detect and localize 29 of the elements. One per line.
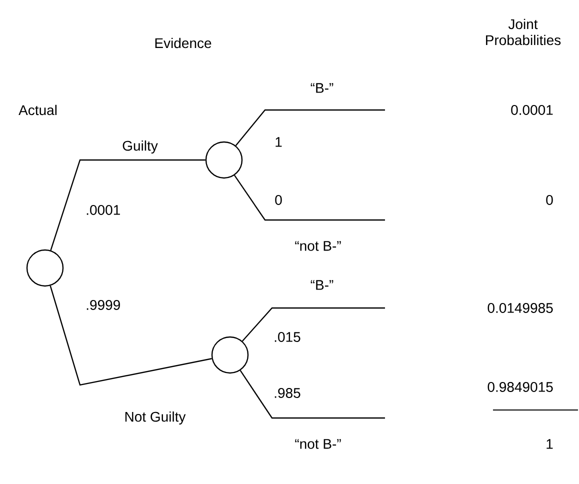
edge-label: “not B-” [294,240,342,252]
branch-line [242,307,385,342]
column-heading: Joint Probabilities [486,18,561,46]
branch-probability: .0001 [86,205,120,215]
branch-line [240,370,385,419]
joint-probability: 0 [546,195,553,205]
branch-probability: .015 [274,332,300,342]
branch-line [50,286,212,386]
edge-label: “not B-” [294,438,342,450]
edge-label: Guilty [121,139,159,155]
branch-probability: .985 [274,388,300,398]
joint-probability: 0.9849015 [488,382,553,392]
joint-probability: 0.0001 [511,105,553,115]
edge-label: “B-” [309,279,335,291]
edge-label: “B-” [309,82,335,94]
chance-node [205,141,243,179]
branch-probability: 0 [275,195,282,205]
branch-line [234,175,385,221]
joint-probability: 0.0149985 [488,303,553,313]
edge-label: Not Guilty [123,410,187,426]
branch-probability: .9999 [86,300,120,310]
branch-line [50,159,206,250]
branch-line [235,109,385,146]
sum-total: 1 [546,439,553,449]
column-heading: Evidence [155,38,212,48]
branch-probability: 1 [276,137,282,147]
chance-node [211,336,249,374]
chance-node [26,249,64,287]
column-heading: Actual [18,104,57,116]
